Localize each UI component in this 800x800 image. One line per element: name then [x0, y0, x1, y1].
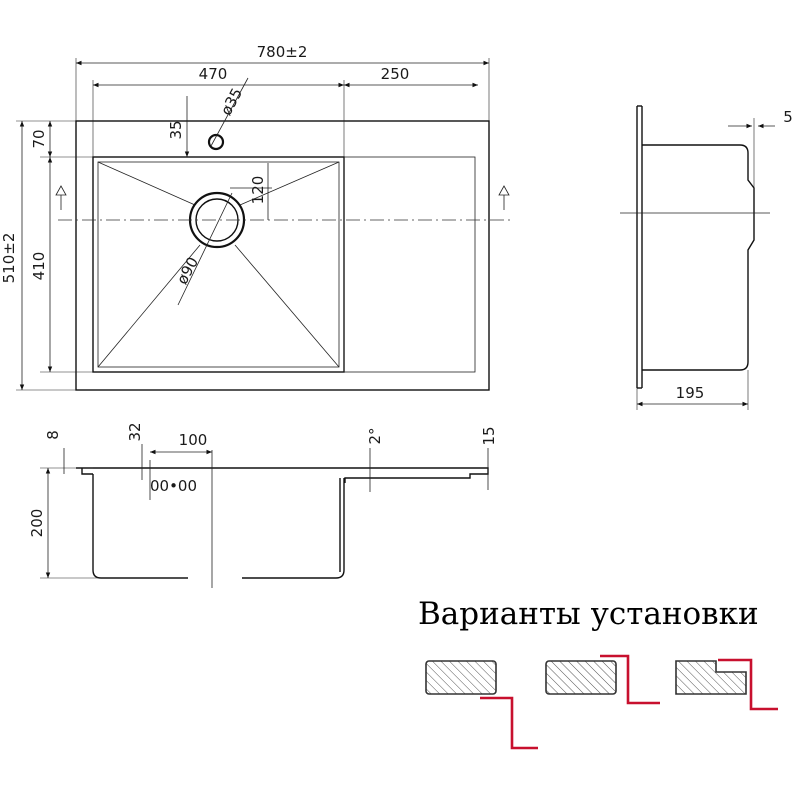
bowl-inner — [97, 161, 340, 368]
tap-hole — [207, 133, 225, 151]
bowl-outer — [92, 156, 345, 373]
install-variant-flush — [545, 654, 660, 705]
sink-outline — [75, 120, 490, 391]
section-marker-right — [498, 185, 510, 210]
dim-drain-diameter: ø90 — [173, 254, 202, 287]
drainer-area — [343, 156, 476, 373]
section-top-rim — [76, 467, 489, 483]
install-variant-recessed — [675, 658, 778, 711]
dim-tap-offset: 35 — [167, 120, 185, 139]
dim-width-bowl: 470 — [199, 65, 228, 83]
dim-height-bowl: 410 — [30, 252, 48, 281]
installation-title: Варианты установки — [418, 596, 759, 632]
top-view: 780±2 470 250 510±2 70 410 35 ø35 120 ø9… — [0, 43, 512, 391]
dim-rim-offset: 5 — [783, 108, 793, 126]
overflow-slot: 00•00 — [150, 477, 197, 495]
dim-slope: 2° — [366, 427, 384, 444]
dim-width-drainer: 250 — [381, 65, 410, 83]
dim-drain-offset: 120 — [249, 176, 267, 205]
section-marker-left — [55, 185, 67, 210]
dim-overflow-height: 32 — [126, 422, 144, 441]
side-view: 5 195 — [620, 105, 793, 410]
dim-height-front-rim: 70 — [30, 129, 48, 148]
dim-bowl-depth: 200 — [28, 509, 46, 538]
install-variant-undermount — [425, 660, 538, 750]
installation-variants: Варианты установки — [418, 596, 778, 750]
dim-rim-thickness: 8 — [44, 430, 62, 440]
dim-overflow-offset: 100 — [179, 431, 208, 449]
dim-depth-overall: 195 — [676, 384, 705, 402]
dim-drainer-height: 15 — [480, 426, 498, 445]
side-profile — [642, 144, 755, 371]
dim-height-total: 510±2 — [0, 233, 18, 284]
dim-width-total: 780±2 — [257, 43, 308, 61]
section-view: 00•00 100 32 8 2° 15 200 — [28, 422, 498, 588]
